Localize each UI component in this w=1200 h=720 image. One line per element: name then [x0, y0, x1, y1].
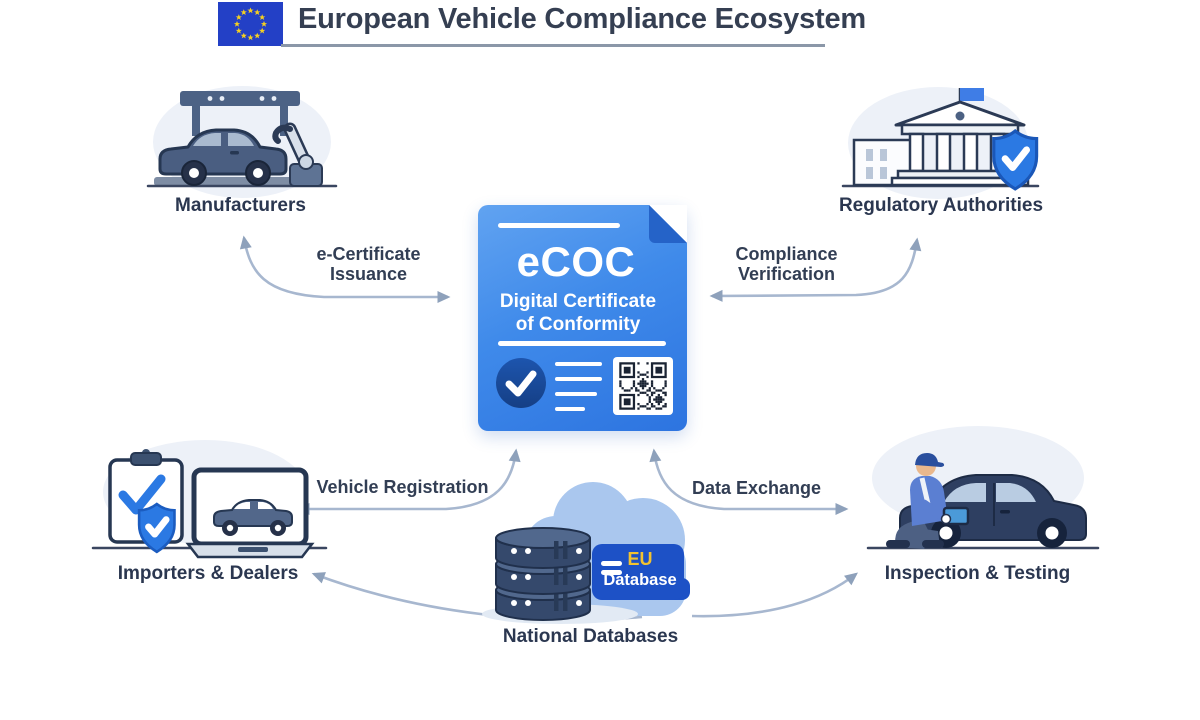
badge-database: Database	[603, 571, 677, 589]
shield-check-icon	[992, 128, 1039, 191]
certificate-divider	[498, 341, 666, 346]
qr-code-icon	[613, 357, 673, 415]
flow-label-issuance: e-Certificate Issuance	[316, 244, 421, 284]
regulatory-authorities-label: Regulatory Authorities	[838, 195, 1044, 216]
national-databases-icon	[482, 482, 690, 624]
national-databases-label: National Databases	[502, 626, 679, 647]
title-underline	[281, 44, 825, 47]
flag-icon	[960, 88, 984, 101]
car-icon	[158, 128, 288, 186]
eu-database-badge	[592, 544, 690, 600]
eu-database-badge-text: EU Database	[600, 550, 680, 590]
shield-check-icon	[137, 502, 176, 554]
importers-dealers-label: Importers & Dealers	[117, 563, 299, 584]
badge-eu: EU	[627, 549, 653, 569]
mechanic-icon	[886, 453, 970, 549]
manufacturers-label: Manufacturers	[175, 195, 306, 216]
ecoc-subtitle: Digital Certificate of Conformity	[499, 291, 657, 335]
ecoc-title: eCOC	[516, 238, 636, 285]
eu-flag-icon	[218, 2, 283, 46]
cap-icon	[915, 453, 945, 467]
certificate-text-lines	[555, 362, 602, 422]
ecoc-certificate-card: eCOC Digital Certificate of Conformity	[478, 205, 687, 431]
eu-flag-stars	[233, 7, 268, 41]
manufacturers-icon	[146, 86, 338, 198]
certificate-top-line	[498, 223, 620, 228]
inspection-testing-label: Inspection & Testing	[884, 563, 1071, 584]
regulatory-authorities-icon	[841, 87, 1040, 199]
flow-label-registration: Vehicle Registration	[316, 477, 489, 497]
page-title: European Vehicle Compliance Ecosystem	[298, 3, 866, 35]
check-circle-icon	[496, 358, 546, 408]
laptop-car-icon	[185, 467, 315, 559]
robot-arm-icon	[272, 122, 323, 187]
inspection-testing-icon	[866, 426, 1100, 550]
flow-label-exchange: Data Exchange	[691, 478, 822, 498]
importers-dealers-icon	[91, 440, 328, 559]
gantry-icon	[180, 91, 300, 136]
flow-label-verification: Compliance Verification	[735, 244, 838, 284]
government-building-icon	[852, 88, 1030, 187]
database-stack-icon	[495, 527, 591, 621]
